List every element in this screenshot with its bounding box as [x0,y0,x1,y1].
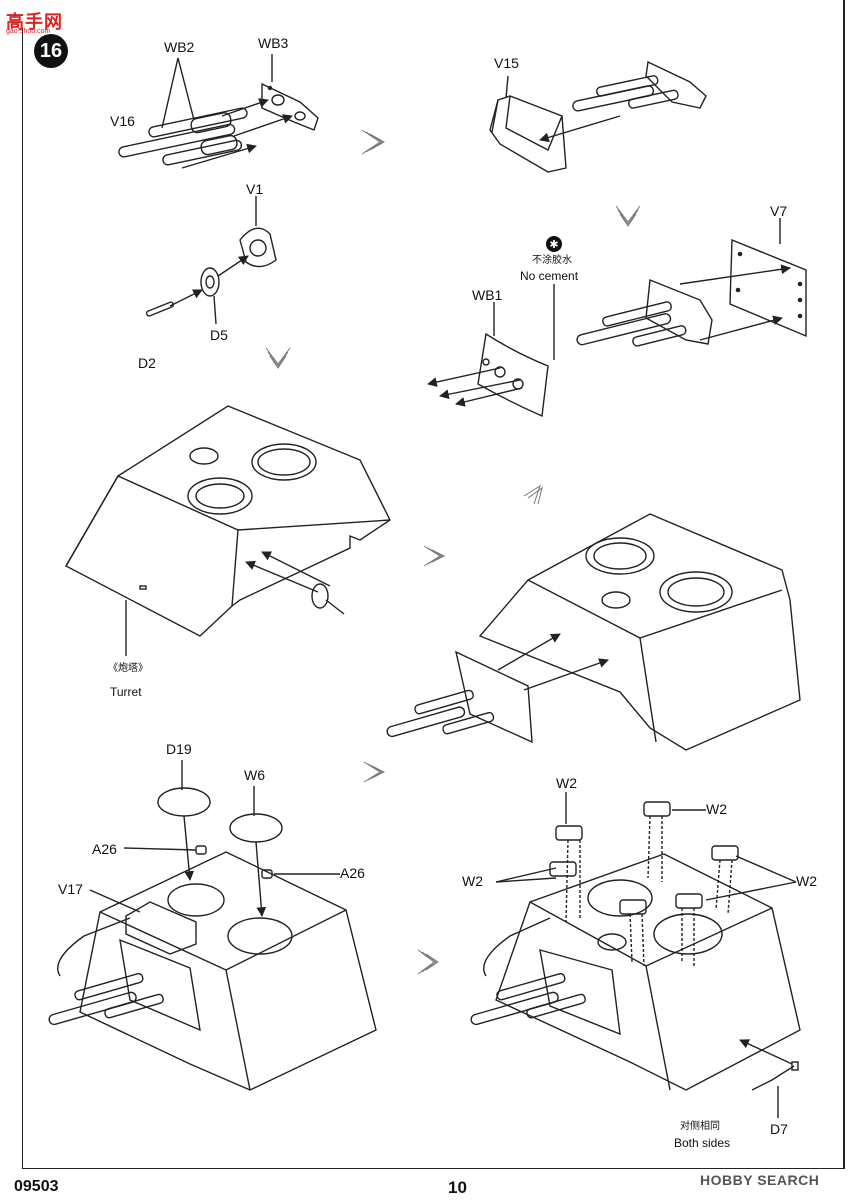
label-d7: D7 [770,1121,788,1137]
lifting-hooks-w2 [549,801,739,915]
label-a26-right: A26 [340,865,365,881]
hatch-d19 [157,787,211,817]
page-border-bottom [22,1168,845,1169]
label-v1: V1 [246,181,264,197]
turret-body-left [65,405,391,637]
label-d2: D2 [138,355,156,371]
part-v1 [239,227,277,268]
label-a26-left: A26 [92,841,117,857]
step-arrow-diag [523,484,543,505]
label-w2-topright: W2 [706,801,727,817]
turret-body-lower-right [470,853,801,1091]
label-wb1: WB1 [472,287,503,303]
no-cement-en: No cement [520,269,579,283]
step-arrow-right-3 [363,761,386,783]
page-number: 10 [448,1178,467,1197]
no-cement-icon: ✱ [546,236,562,252]
housing-v15 [489,95,567,173]
part-d7 [751,1061,799,1091]
assembled-barrels-wb3 [572,60,707,112]
part-d5 [200,267,220,297]
label-w6: W6 [244,767,265,783]
no-cement-cn: 不涂胶水 [532,255,572,266]
label-v17: V17 [58,881,83,897]
label-v16: V16 [110,113,135,129]
kit-code: 09503 [14,1178,59,1195]
step-arrow-right-4 [417,949,439,975]
page-border-left [22,28,23,1168]
label-v15: V15 [494,55,519,71]
step-arrow-down-1 [265,347,291,369]
step-arrow-right-1 [361,129,386,155]
barrel-assembly-center [576,279,713,347]
part-wb1 [477,332,549,418]
hatch-w6 [229,813,283,843]
mantlet-wb3 [261,82,319,131]
plate-v7 [729,238,807,338]
plate-v17 [125,901,197,955]
mantlet-installed-right [386,650,533,744]
site-logo: 高手网 gao-shou.com [6,6,76,36]
both-sides-en: Both sides [674,1136,731,1150]
step-arrow-right-2 [423,545,446,567]
mantlet-sub-assy-small [311,583,345,615]
page-border-right [843,0,845,1168]
label-w2-right: W2 [796,873,817,889]
turret-label-cn: 《炮塔》 [108,663,148,674]
label-v7: V7 [770,203,788,219]
part-a26-left [195,845,207,855]
turret-body-right [478,513,801,751]
logo-url: gao-shou.com [6,28,51,35]
watermark: HOBBY SEARCH [700,1172,820,1188]
logo-text: 高手网 [6,12,63,32]
label-wb2: WB2 [164,39,195,55]
label-w2-left: W2 [462,873,483,889]
label-d19: D19 [166,741,192,757]
label-d5: D5 [210,327,228,343]
label-wb3: WB3 [258,35,289,51]
step-arrow-down-2 [615,205,641,227]
barrels-wb2-v16 [118,107,248,166]
both-sides-cn: 对侧相同 [680,1121,720,1132]
label-w2-top: W2 [556,775,577,791]
turret-label-en: Turret [110,685,142,699]
part-d2 [145,301,174,317]
part-a26-right [261,869,273,879]
step-number-badge: 16 [34,34,68,68]
turret-body-lower-left [48,851,377,1091]
